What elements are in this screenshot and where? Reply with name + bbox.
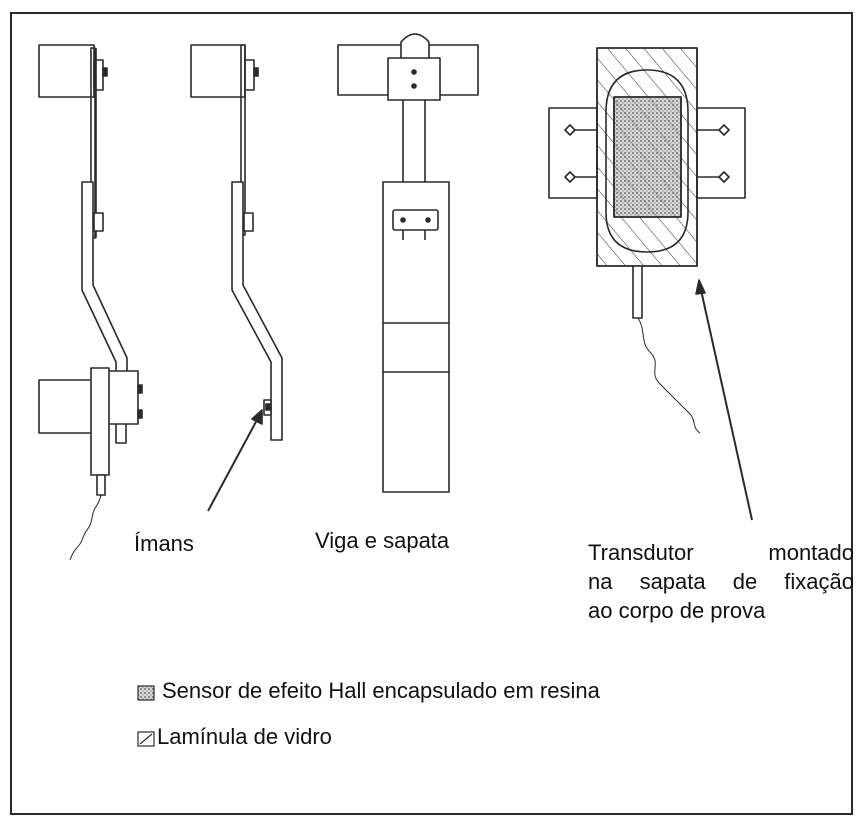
label-transdutor-line: Transdutor montado [588,540,854,565]
legend-item-glass-slide: Lamínula de vidro [157,724,332,750]
arrow-to-transducer [695,279,753,521]
label-transdutor-line: ao corpo de prova [588,598,766,623]
label-transdutor: Transdutor montado na sapata de fixação … [588,538,854,625]
glass-slide-swatch-icon [137,731,155,747]
beam-and-shoe-view [337,33,479,493]
legend-text: Sensor de efeito Hall encapsulado em res… [162,678,600,703]
legend-item-sensor: Sensor de efeito Hall encapsulado em res… [162,678,600,704]
label-viga-e-sapata: Viga e sapata [315,528,450,553]
legend-text: Lamínula de vidro [157,724,332,749]
magnets-view [190,44,283,441]
label-imans: Ímans [134,531,194,556]
side-view-assembled [38,44,143,561]
arrow-to-magnets [207,409,263,512]
transducer-mounted-view [548,47,746,434]
sensor-swatch-icon [137,685,155,701]
label-transdutor-line: na sapata de fixação [588,569,854,594]
